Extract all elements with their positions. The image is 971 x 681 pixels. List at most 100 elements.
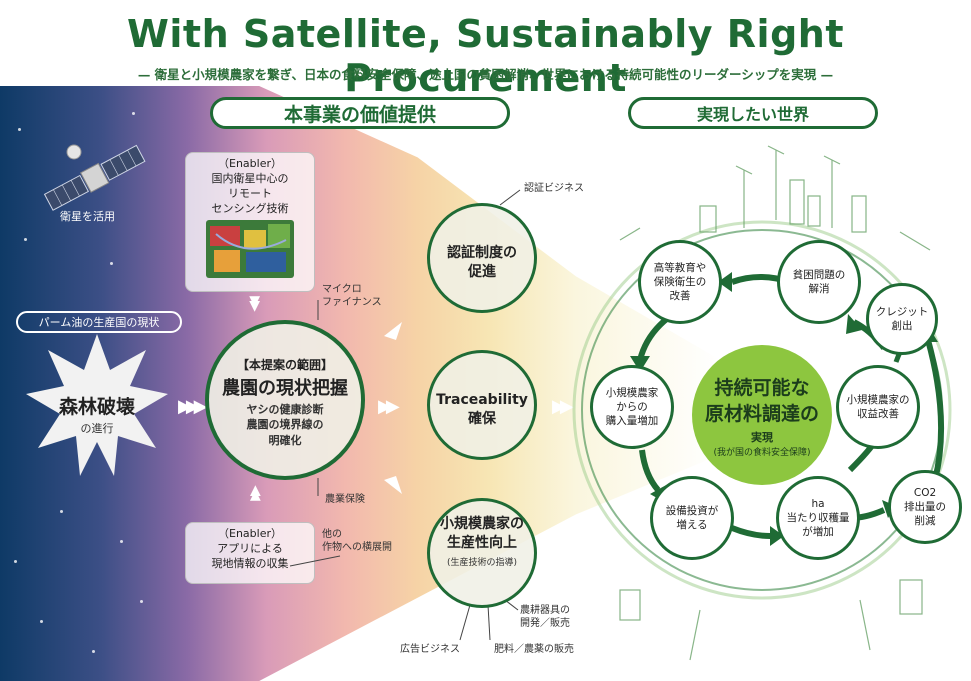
- productivity-line: 小規模農家の: [440, 516, 524, 532]
- deforestation-starburst: [26, 334, 168, 476]
- insurance-label: 農業保険: [325, 494, 365, 505]
- center-line: 持続可能な: [714, 377, 810, 399]
- node-line: 収益改善: [857, 408, 899, 420]
- core-line: ヤシの健康診断: [246, 403, 324, 416]
- node-education: 高等教育や保険衛生の改善: [638, 240, 722, 324]
- remote-sensing-image: [206, 220, 294, 279]
- chevron-up-icon: ▶▶: [246, 296, 263, 306]
- cert-promotion-text: 認証制度の 促進: [430, 244, 534, 282]
- node-poverty: 貧困問題の解消: [777, 240, 861, 324]
- node-line: 保険衛生の: [653, 275, 707, 288]
- node-line: 小規模農家の: [846, 393, 910, 406]
- value-section-label: 本事業の価値提供: [210, 97, 510, 129]
- enabler-line: アプリによる: [217, 541, 283, 555]
- sustainable-procurement-center: 持続可能な 原材料調達の 実現 (我が国の食料安全保障): [692, 345, 832, 485]
- traceability-circle: Traceability 確保: [427, 350, 537, 460]
- node-line: 高等教育や: [653, 261, 707, 274]
- node-income: 小規模農家の収益改善: [836, 365, 920, 449]
- core-scope: 【本提案の範囲】: [236, 358, 333, 372]
- satellite-icon: [43, 144, 146, 211]
- trace-line: 確保: [468, 410, 496, 427]
- core-proposal-circle: 【本提案の範囲】 農園の現状把握 ヤシの健康診断 農園の境界線の 明確化: [205, 320, 365, 480]
- microfinance-line: ファイナンス: [322, 297, 382, 308]
- microfinance-line: マイクロ: [322, 284, 362, 295]
- node-line: 増える: [676, 519, 708, 531]
- star-decoration: [120, 540, 123, 543]
- palm-oil-status-label: パーム油の生産国の現状: [16, 311, 182, 333]
- enabler-line: 国内衛星中心の: [211, 171, 289, 185]
- enabler-line: センシング技術: [211, 201, 289, 215]
- core-line: 農園の境界線の: [246, 418, 324, 432]
- core-details: ヤシの健康診断 農園の境界線の 明確化: [209, 402, 361, 448]
- star-decoration: [18, 128, 21, 131]
- ad-business-label: 広告ビジネス: [400, 644, 460, 655]
- cert-line: 促進: [468, 263, 496, 280]
- enabler-app-box: （Enabler） アプリによる 現地情報の収集: [185, 522, 315, 584]
- satellite-label: 衛星を活用: [60, 210, 115, 223]
- star-decoration: [110, 262, 113, 265]
- enabler-tag: （Enabler）: [218, 527, 282, 540]
- expansion-line: 他の: [322, 529, 342, 540]
- star-decoration: [14, 560, 17, 563]
- node-line: 改善: [669, 290, 691, 303]
- world-section-label: 実現したい世界: [628, 97, 878, 129]
- node-line: ha: [811, 497, 825, 510]
- productivity-sub: (生産技術の指導): [446, 558, 518, 568]
- node-line: 設備投資が: [665, 504, 719, 517]
- fertilizer-label: 肥料／農薬の販売: [494, 644, 574, 655]
- node-line: 創出: [891, 320, 913, 332]
- microfinance-label: マイクロ ファイナンス: [322, 283, 382, 309]
- node-line: 当たり収穫量: [786, 511, 850, 524]
- node-line: クレジット: [875, 305, 929, 318]
- star-decoration: [92, 650, 95, 653]
- equipment-line: 開発／販売: [520, 618, 570, 629]
- core-line: 明確化: [268, 433, 302, 447]
- traceability-text: Traceability 確保: [430, 391, 534, 429]
- center-sub: (我が国の食料安全保障): [713, 448, 811, 458]
- cert-line: 認証制度の: [447, 245, 517, 261]
- node-credit: クレジット創出: [866, 283, 938, 355]
- enabler-tag: （Enabler）: [218, 157, 282, 170]
- enabler-remote-sensing-box: （Enabler） 国内衛星中心の リモート センシング技術: [185, 152, 315, 292]
- expansion-label: 他の 作物への横展開: [322, 528, 392, 554]
- node-line: が増加: [802, 526, 834, 539]
- star-decoration: [132, 112, 135, 115]
- core-title: 農園の現状把握: [222, 378, 348, 399]
- productivity-circle: 小規模農家の 生産性向上 (生産技術の指導): [427, 498, 537, 608]
- star-decoration: [140, 600, 143, 603]
- chevron-right-icon: ▶▶: [552, 396, 574, 417]
- equipment-line: 農耕器具の: [520, 605, 570, 616]
- deforestation-sub: の進行: [80, 422, 114, 435]
- star-decoration: [60, 510, 63, 513]
- chevron-right-icon: ▶▶: [378, 396, 400, 417]
- star-decoration: [40, 620, 43, 623]
- node-line: 解消: [808, 283, 830, 295]
- page-title: With Satellite, Sustainably Right Procur…: [126, 12, 844, 100]
- node-line: 排出量の: [904, 500, 946, 513]
- node-line: CO2: [913, 486, 937, 499]
- enabler-line: リモート: [228, 186, 272, 200]
- chevron-right-icon: ▶▶▶: [178, 396, 207, 417]
- cert-promotion-circle: 認証制度の 促進: [427, 203, 537, 313]
- star-decoration: [24, 238, 27, 241]
- node-purchase: 小規模農家からの購入量増加: [590, 365, 674, 449]
- cert-business-label: 認証ビジネス: [524, 183, 584, 194]
- enabler-line: 現地情報の収集: [211, 556, 289, 570]
- node-line: 購入量増加: [605, 415, 659, 428]
- equipment-label: 農耕器具の 開発／販売: [520, 604, 570, 630]
- node-invest: 設備投資が増える: [650, 476, 734, 560]
- expansion-line: 作物への横展開: [322, 542, 392, 553]
- node-line: 貧困問題の: [792, 268, 846, 281]
- deforestation-title: 森林破壊: [58, 396, 135, 418]
- chevron-down-icon: ▶▶: [246, 491, 263, 501]
- productivity-line: 生産性向上: [447, 534, 517, 551]
- node-line: 削減: [914, 515, 936, 528]
- productivity-text: 小規模農家の 生産性向上: [430, 515, 534, 553]
- center-line: 実現: [751, 431, 773, 444]
- trace-line: Traceability: [436, 392, 528, 408]
- node-line: 小規模農家: [605, 386, 659, 399]
- page-subtitle: — 衛星と小規模農家を繋ぎ、日本の食料安全保障、途上国の貧困解消、世界における持…: [137, 67, 834, 82]
- node-line: からの: [616, 400, 648, 413]
